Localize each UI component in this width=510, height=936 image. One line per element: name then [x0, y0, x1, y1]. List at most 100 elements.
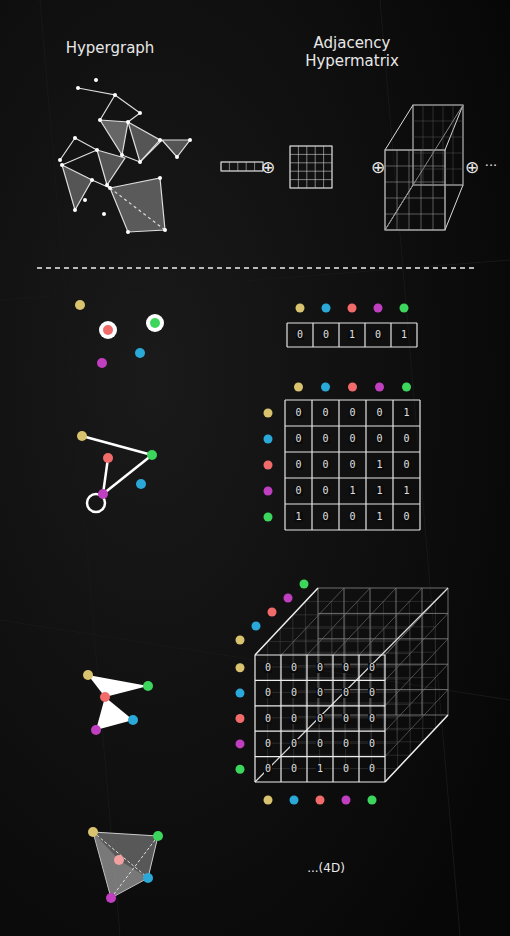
grid-line [255, 705, 385, 706]
grid-line [422, 588, 423, 715]
matrix-cell: 0 [294, 486, 302, 496]
grid-line [254, 162, 255, 171]
grid-line [338, 323, 339, 347]
hypermatrix-cell: 0 [368, 663, 376, 673]
matrix-cell: 0 [402, 434, 410, 444]
index-dot [236, 663, 245, 672]
grid-line [237, 162, 238, 171]
mini-hypermatrix [221, 105, 463, 230]
grid-line [285, 529, 420, 530]
grid-line [419, 400, 420, 530]
grid-line [315, 146, 316, 188]
grid-line [229, 162, 230, 171]
grid-line [267, 642, 268, 769]
grid-line [281, 588, 344, 655]
grid-line [306, 146, 307, 188]
hypermatrix-cell: 0 [264, 764, 272, 774]
direct-sum-symbol: ⊕ [371, 157, 385, 177]
grid-line [435, 601, 436, 728]
matrix-cell: 0 [321, 460, 329, 470]
hypermatrix-cell: 0 [316, 663, 324, 673]
dimension-note: ...(4D) [307, 861, 345, 875]
grid-line [421, 150, 422, 230]
grid-line [311, 400, 312, 530]
grid-line [293, 741, 423, 742]
column-heading: Adjacency Hypermatrix [292, 34, 412, 70]
grid-line [286, 323, 287, 347]
index-dot [348, 383, 357, 392]
grid-line [397, 642, 398, 769]
grid-line [293, 716, 423, 717]
vector-cell: 0 [296, 330, 304, 340]
index-dot [264, 487, 273, 496]
vector-cell: 1 [348, 330, 356, 340]
grid-line [409, 150, 410, 230]
hypermatrix-cell: 0 [264, 688, 272, 698]
hyperedge-triangles [83, 670, 153, 735]
matrix-cell: 0 [294, 408, 302, 418]
vertex-set-1 [75, 300, 164, 368]
grid-line [385, 214, 445, 215]
grid-line [290, 179, 332, 180]
grid-line [290, 146, 332, 147]
index-dot [264, 461, 273, 470]
grid-line [285, 477, 420, 478]
grid-line [423, 105, 424, 185]
hypermatrix-cell: 0 [342, 714, 350, 724]
grid-line [390, 323, 391, 347]
hypergraph-illustration [60, 88, 190, 232]
matrix-cell: 0 [321, 512, 329, 522]
index-dot [368, 796, 377, 805]
matrix-cell: 0 [402, 460, 410, 470]
grid-line [453, 105, 454, 185]
hypermatrix-cell: 0 [342, 663, 350, 673]
grid-line [416, 323, 417, 347]
grid-line [385, 690, 448, 757]
matrix-cell: 0 [348, 408, 356, 418]
grid-line [254, 655, 255, 782]
grid-line [255, 756, 385, 757]
grid-line [385, 230, 445, 231]
grid-line [221, 162, 222, 171]
hypergraph-vertices [58, 78, 192, 234]
grid-line [323, 146, 324, 188]
grid-line [318, 588, 448, 589]
matrix-grids [255, 323, 448, 782]
grid-line [396, 615, 397, 742]
grid-line [318, 689, 448, 690]
matrix-cell: 0 [375, 434, 383, 444]
index-dot [374, 304, 383, 313]
matrix-cell: 0 [348, 512, 356, 522]
matrix-cell: 0 [348, 460, 356, 470]
index-dot [316, 796, 325, 805]
grid-line [307, 588, 370, 655]
index-dot [236, 689, 245, 698]
index-dot [236, 714, 245, 723]
grid-line [384, 655, 385, 782]
direct-sum-symbol: ⊕ [261, 157, 275, 177]
index-dot [268, 608, 277, 617]
matrix-cell: 0 [402, 512, 410, 522]
index-dot [264, 796, 273, 805]
grid-line [385, 664, 448, 731]
matrix-cell: 0 [375, 408, 383, 418]
grid-line [413, 153, 463, 154]
grid-line [293, 640, 423, 641]
grid-line [305, 601, 306, 728]
hypermatrix-cell: 0 [290, 764, 298, 774]
dashed-divider [37, 267, 475, 269]
hypermatrix-cell: 0 [368, 764, 376, 774]
grid-line [298, 146, 299, 188]
matrix-cell: 1 [402, 408, 410, 418]
index-dot [322, 304, 331, 313]
hypermatrix-cell: 0 [316, 688, 324, 698]
grid-line [306, 655, 307, 782]
index-dot [236, 739, 245, 748]
grid-line [290, 188, 332, 189]
grid-line [280, 655, 281, 782]
grid-line [383, 601, 384, 728]
matrix-cell: 1 [375, 486, 383, 496]
hypermatrix-cell: 0 [368, 688, 376, 698]
grid-line [410, 628, 411, 755]
